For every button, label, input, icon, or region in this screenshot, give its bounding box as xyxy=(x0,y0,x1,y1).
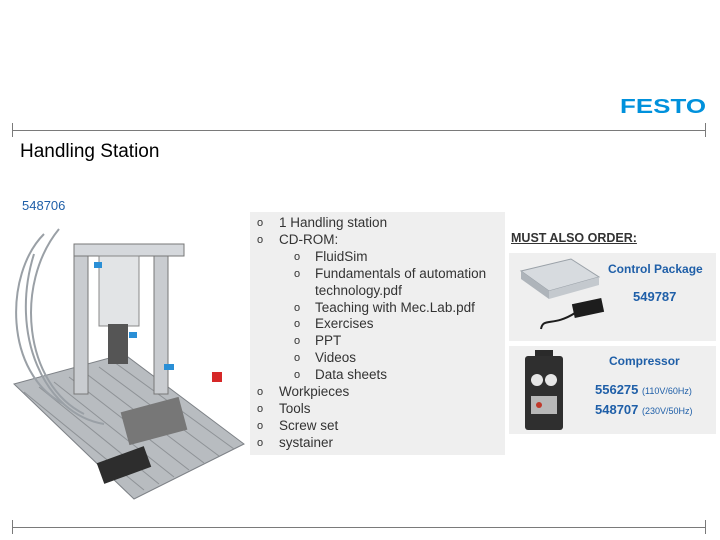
list-item-text: Fundamentals of automation technology.pd… xyxy=(315,265,487,298)
list-item-text: CD-ROM: xyxy=(279,231,339,247)
footer-rule xyxy=(12,527,706,528)
list-item: o Data sheets xyxy=(250,367,505,384)
bullet-icon: o xyxy=(294,352,301,365)
compressor-box: Compressor 556275 (110V/60Hz) 548707 (23… xyxy=(509,346,716,434)
bullet-icon: o xyxy=(257,386,264,399)
list-item-text: Tools xyxy=(279,400,311,416)
footer-rule-tick-right xyxy=(705,520,706,534)
list-item: o Fundamentals of automation technology.p… xyxy=(250,266,495,300)
header-rule xyxy=(12,130,706,131)
page-title: Handling Station xyxy=(20,141,160,162)
product-code: 548706 xyxy=(22,198,66,213)
list-item: o Tools xyxy=(250,401,505,418)
list-item: o Videos xyxy=(250,350,505,367)
bullet-icon: o xyxy=(294,369,301,382)
control-package-code: 549787 xyxy=(633,289,677,304)
list-item: o FluidSim xyxy=(250,249,505,266)
festo-logo: FESTO xyxy=(620,96,706,116)
list-item: o PPT xyxy=(250,333,505,350)
list-item-text: FluidSim xyxy=(315,248,368,264)
bullet-icon: o xyxy=(257,419,264,432)
bullet-icon: o xyxy=(294,250,301,263)
list-item: o Workpieces xyxy=(250,384,505,401)
voltage-note: (230V/50Hz) xyxy=(642,406,693,416)
list-item: o Exercises xyxy=(250,316,505,333)
must-also-order-heading: MUST ALSO ORDER: xyxy=(511,231,637,245)
compressor-title: Compressor xyxy=(609,354,680,368)
list-item-text: systainer xyxy=(279,434,334,450)
list-item: o 1 Handling station xyxy=(250,215,505,232)
list-item: o CD-ROM: xyxy=(250,232,505,249)
list-item-text: Screw set xyxy=(279,417,339,433)
bullet-icon: o xyxy=(294,335,301,348)
compressor-image xyxy=(525,350,563,430)
bullet-icon: o xyxy=(257,402,264,415)
list-item-text: Data sheets xyxy=(315,367,388,383)
control-package-box: Control Package 549787 xyxy=(509,253,716,341)
bullet-icon: o xyxy=(257,436,264,449)
svg-text:FESTO: FESTO xyxy=(620,96,706,116)
control-package-title: Control Package xyxy=(608,262,703,276)
list-item-text: Workpieces xyxy=(279,384,350,400)
bullet-icon: o xyxy=(294,267,301,280)
list-item: o systainer xyxy=(250,435,505,452)
header-rule-tick-left xyxy=(12,123,13,137)
compressor-code-110v: 556275 (110V/60Hz) xyxy=(595,382,692,397)
footer-rule-tick-left xyxy=(12,520,13,534)
compressor-code: 548707 xyxy=(595,402,639,417)
bullet-icon: o xyxy=(294,318,301,331)
list-item-text: Exercises xyxy=(315,316,374,332)
handling-station-image xyxy=(13,228,245,500)
bullet-icon: o xyxy=(257,217,264,229)
voltage-note: (110V/60Hz) xyxy=(642,386,692,396)
bullet-icon: o xyxy=(257,233,264,246)
list-item-text: 1 Handling station xyxy=(279,215,388,230)
list-item-text: Videos xyxy=(315,350,357,366)
list-item: o Teaching with Mec.Lab.pdf xyxy=(250,300,505,317)
compressor-code-230v: 548707 (230V/50Hz) xyxy=(595,402,693,417)
list-item-text: PPT xyxy=(315,333,342,349)
header-rule-tick-right xyxy=(705,123,706,137)
bullet-icon: o xyxy=(294,301,301,314)
compressor-code: 556275 xyxy=(595,382,639,397)
list-item: o Screw set xyxy=(250,418,505,435)
control-package-image xyxy=(519,258,605,330)
list-item-text: Teaching with Mec.Lab.pdf xyxy=(315,299,475,315)
